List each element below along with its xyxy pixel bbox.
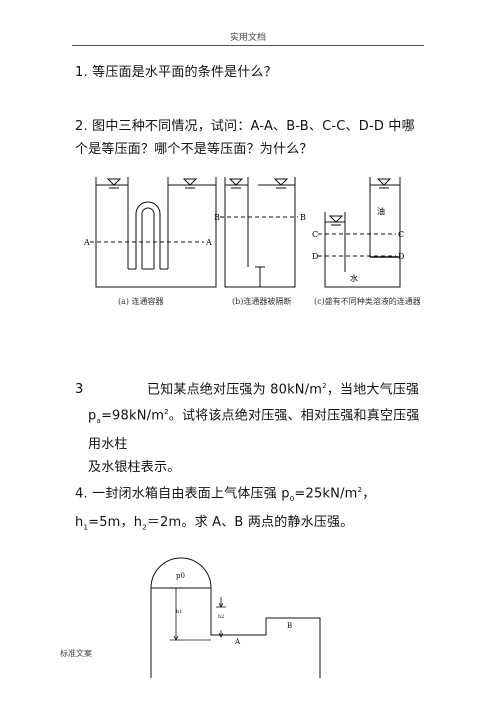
question-3-line3: 及水银柱表示。 (88, 460, 181, 476)
diagram-a (90, 177, 217, 288)
caption-a: (a) 连通容器 (118, 296, 164, 306)
label-h1: h1 (176, 609, 182, 615)
question-3-number: 3 (75, 382, 84, 398)
diagram-b (220, 177, 298, 288)
label-c-left: C (312, 230, 318, 239)
label-a-left: A (83, 238, 90, 247)
label-point-b: B (287, 622, 292, 630)
diagram-c (318, 177, 401, 288)
label-a-right: A (205, 238, 212, 247)
figure-closed-tank: p0 h1 h2 A B (148, 550, 338, 684)
page-footer: 标准文案 (60, 649, 92, 658)
question-2: 2. 图中三种不同情况，试问：A-A、B-B、C-C、D-D 中哪个是等压面？哪… (75, 119, 415, 157)
label-oil: 油 (377, 206, 385, 216)
caption-b: (b)连通器被隔断 (232, 296, 291, 306)
question-1: 1. 等压面是水平面的条件是什么？ (75, 65, 277, 80)
label-h2: h2 (218, 614, 224, 620)
label-b-left: B (214, 213, 220, 222)
question-4: 4. 一封闭水箱自由表面上气体压强 p0=25kN/m2，h1=5m，h2＝2m… (75, 486, 376, 532)
label-p0: p0 (176, 572, 185, 580)
label-c-right: C (398, 230, 404, 239)
label-d-right: D (398, 252, 404, 261)
header-rule (72, 45, 424, 46)
question-3-line2: pa=98kN/m2。试将该点绝对压强、相对压强和真空压强用水柱 (88, 408, 420, 453)
label-d-left: D (312, 252, 318, 261)
label-b-right: B (300, 213, 306, 222)
caption-c: (c)盛有不同种类溶液的连通器 (314, 296, 420, 306)
label-water: 水 (350, 273, 358, 283)
figure-connected-vessels: A A B B C C D D 油 水 (a) 连通容器 (b)连通器被隔断 (… (80, 172, 421, 316)
label-point-a: A (234, 638, 241, 646)
page-header: 实用文档 (229, 33, 266, 43)
